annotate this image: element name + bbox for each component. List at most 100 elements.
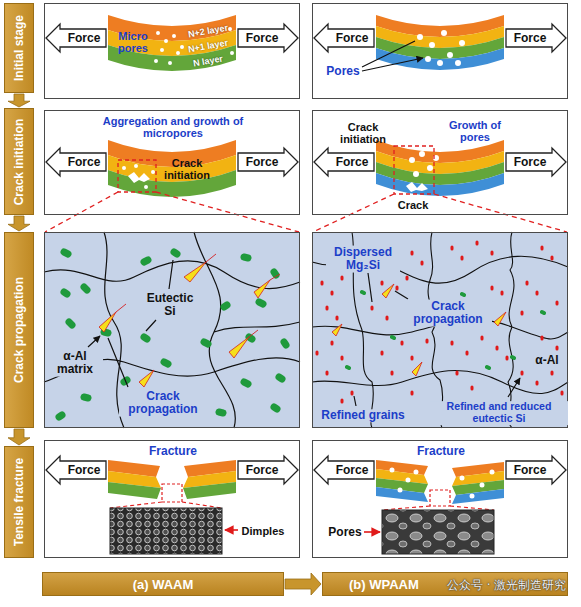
stage-label: Initial stage [12, 15, 26, 81]
leader-line [354, 273, 520, 406]
callout-label: Refined grains [319, 409, 406, 422]
force-arrow [46, 456, 106, 484]
force-label: Force [246, 32, 279, 45]
diagram-panel: Eutectic Si α-Al matrixCrack propagation [44, 232, 300, 428]
stage-band: Crack propagation [4, 232, 34, 428]
force-arrow [238, 24, 298, 52]
fracture-wire-a [46, 456, 298, 554]
force-label: Force [246, 156, 279, 169]
callout-label: Fracture [415, 445, 467, 458]
diagram-panel: Force Force Micro pores N+2 layerN+1 layerN… [44, 3, 300, 99]
force-arrow [506, 456, 566, 484]
diagram-panel: Force Force Aggregation and growth of micr… [44, 110, 300, 215]
force-arrow [46, 148, 106, 176]
callout-label: Dimples [242, 525, 285, 537]
crack-wire-a [46, 140, 298, 197]
force-arrow [314, 24, 374, 52]
force-arrow [238, 148, 298, 176]
diagram-panel: ForceForceFracturePores [312, 440, 568, 558]
force-arrow [506, 24, 566, 52]
callout-label: Eutectic Si [139, 292, 201, 319]
zoom-leader [382, 506, 494, 510]
force-label: Force [68, 32, 101, 45]
force-arrow [506, 148, 566, 176]
force-label: Force [514, 156, 547, 169]
callout-label: Pores [326, 65, 359, 78]
force-arrow [238, 456, 298, 484]
sem-image [382, 510, 494, 554]
force-label: Force [68, 156, 101, 169]
callout-label: Fracture [147, 445, 199, 458]
initial-wire-b [314, 15, 566, 71]
diagram-panel: Force ForcePores [312, 3, 568, 99]
method-bar: (a) WAAM [42, 572, 284, 596]
eutectic-si [59, 252, 286, 417]
flow-arrow [285, 573, 321, 595]
stage-band: Initial stage [4, 3, 34, 93]
force-label: Force [68, 464, 101, 477]
leader-line [362, 41, 423, 71]
callout-label: Aggregation and growth of micropores [73, 115, 273, 140]
flow-arrow [8, 429, 30, 445]
microstructure-b [312, 232, 568, 428]
crack-line [116, 254, 280, 337]
crack-sliver [332, 284, 506, 376]
stage-label: Crack initiation [12, 118, 26, 205]
callout-label: Growth of pores [443, 119, 507, 144]
zoom-leader [45, 192, 567, 232]
callout-label: Crack initiation [333, 121, 393, 146]
force-label: Force [336, 156, 369, 169]
mg2si-particle [317, 242, 562, 402]
alpha-al-matrix [44, 232, 300, 428]
zoom-box [394, 146, 434, 194]
callout-label: Crack propagation [119, 390, 207, 417]
stage-band: Tensile fracture [4, 446, 34, 558]
layer-label: N+1 layer [187, 38, 228, 55]
eutectic-si [347, 292, 544, 368]
callout-label: Refined and reduced eutectic Si [430, 401, 568, 425]
callout-label: α-Al matrix [47, 350, 103, 377]
stage-label: Tensile fracture [12, 458, 26, 546]
force-label: Force [336, 32, 369, 45]
callout-label: Pores [328, 526, 361, 539]
watermark: 公众号 · 激光制造研究 [447, 577, 566, 594]
pointer-arrow [364, 531, 380, 533]
callout-label: Dispersed Mg₂Si [326, 246, 400, 273]
micro-pores [124, 166, 153, 187]
force-arrow [314, 456, 374, 484]
callout-label: Crack propagation [404, 300, 492, 327]
callout-label: Crack initiation [156, 157, 218, 182]
stage-band: Crack initiation [4, 108, 34, 215]
zoom-box [430, 490, 450, 506]
grain-boundary [44, 232, 300, 428]
zoom-box [162, 484, 182, 502]
layer-label: N layer [192, 53, 223, 68]
initial-wire-a [46, 15, 298, 71]
microstructure-a [44, 232, 300, 428]
force-label: Force [336, 464, 369, 477]
layer-label: N+2 layer [187, 23, 228, 40]
crack [128, 172, 150, 183]
sem-image [110, 508, 222, 554]
diagram-panel: ForceForceFractureDimples [44, 440, 300, 558]
zoom-box [118, 160, 156, 192]
alpha-al-matrix [312, 232, 568, 428]
flow-arrow [8, 94, 30, 107]
pores [412, 154, 436, 174]
fracture-wire-b [314, 456, 566, 554]
callout-label: Micro pores [111, 30, 155, 55]
pores [420, 33, 462, 63]
method-label: (b) WPAAM [349, 577, 419, 592]
diagram-panel: Dispersed Mg₂SiCrack propagation α-AlRefi… [312, 232, 568, 428]
diagram-panel: Force Force Crack initiation Growth of pore… [312, 110, 568, 215]
crack [406, 182, 428, 192]
callout-label: α-Al [533, 354, 560, 367]
stage-label: Crack propagation [12, 277, 26, 383]
method-label: (a) WAAM [133, 577, 194, 592]
force-arrow [314, 148, 374, 176]
force-label: Force [514, 32, 547, 45]
grain-boundary [312, 232, 568, 428]
